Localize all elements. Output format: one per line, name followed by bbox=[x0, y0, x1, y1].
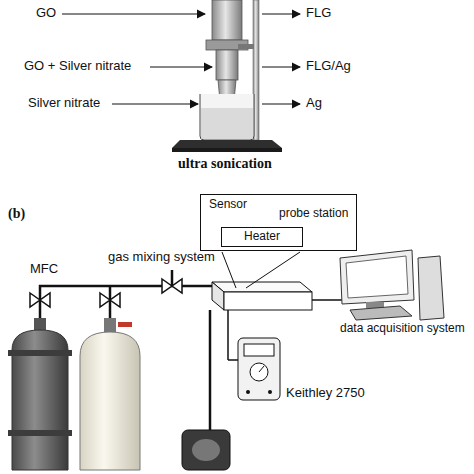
keithley-multimeter bbox=[238, 338, 280, 400]
annotation-label: GO bbox=[36, 6, 56, 21]
annotation-label: MFC bbox=[30, 262, 58, 277]
sonicator bbox=[172, 0, 282, 152]
annotation-label: Keithley 2750 bbox=[286, 386, 365, 401]
computer bbox=[340, 250, 444, 320]
node-text: Heater bbox=[244, 230, 280, 244]
node-text: probe station bbox=[279, 207, 348, 221]
heater-box: Heater bbox=[221, 227, 303, 247]
annotation-label: GO + Silver nitrate bbox=[24, 59, 131, 74]
annotation-label: Silver nitrate bbox=[28, 96, 100, 111]
annotation-label: data acquisition system bbox=[340, 322, 465, 336]
annotation-label: gas mixing system bbox=[108, 250, 215, 265]
sensor-chamber bbox=[210, 252, 350, 430]
annotation-label: Ag bbox=[306, 96, 322, 111]
annotation-label: FLG/Ag bbox=[306, 59, 351, 74]
gas-cylinders bbox=[8, 318, 140, 470]
annotation-label: ultra sonication bbox=[178, 156, 272, 172]
node-text: Sensor bbox=[209, 198, 247, 212]
probe-station-inset: Sensor probe stationHeater bbox=[200, 194, 357, 251]
vacuum-pump bbox=[182, 430, 230, 470]
annotation-label: FLG bbox=[306, 6, 331, 21]
gas-pipes bbox=[40, 270, 212, 318]
annotation-label: (b) bbox=[8, 206, 25, 222]
